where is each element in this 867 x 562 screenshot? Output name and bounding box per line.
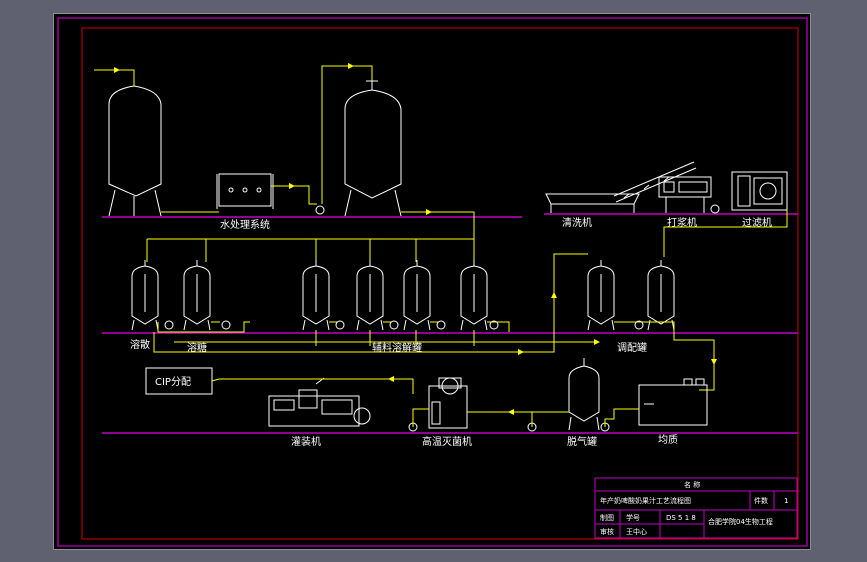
filter-machine	[731, 171, 788, 211]
inner-frame	[81, 27, 799, 540]
arrow-markers	[114, 63, 432, 215]
label-aux-dissolve: 辅料溶解罐	[372, 341, 422, 354]
tb-sheet-value: 1	[784, 497, 788, 505]
tb-checked-label: 审核	[600, 527, 614, 536]
tb-sheet-label: 件数	[754, 496, 768, 505]
tb-drawn-value: 学号	[626, 513, 640, 522]
pulper-machine	[658, 176, 712, 213]
washer-machine	[545, 161, 697, 213]
label-deaerator: 脱气罐	[567, 435, 597, 448]
homogenizer-machine	[638, 378, 708, 426]
label-pulper: 打浆机	[667, 216, 697, 229]
sterilizer	[428, 377, 468, 429]
water-treatment-unit	[216, 173, 274, 209]
deaerator-tank	[568, 358, 600, 431]
pure-water-tank	[344, 80, 402, 217]
middle-tanks	[131, 260, 675, 331]
filling-machine	[268, 377, 371, 427]
tb-org: 合肥学院04生物工程	[708, 517, 773, 526]
sugar-tank-2	[183, 260, 211, 331]
pipelines-middle	[153, 253, 715, 391]
blending-tank-2	[647, 260, 675, 331]
drawing-canvas: 水处理系统 清洗机 打浆机 过滤机 溶散 溶糖 辅料溶解罐 调配罐 CIP分配 …	[53, 13, 811, 550]
tb-number: DS 5 1 8	[666, 514, 696, 522]
outer-frame	[57, 17, 808, 547]
blending-tank-1	[587, 260, 615, 331]
tb-checked-value: 王中心	[626, 527, 647, 536]
tb-drawing-name: 年产奶啤酸奶果汁工艺流程图	[600, 496, 691, 505]
sugar-tank-1	[131, 260, 159, 331]
aux-tank-4	[460, 260, 488, 331]
aux-tank-2	[356, 260, 384, 331]
label-blending: 调配罐	[617, 341, 647, 354]
tb-drawn-label: 制图	[600, 513, 614, 522]
pipelines-top	[94, 65, 788, 262]
arrow-markers-bottom	[388, 376, 514, 415]
arrow-markers-mid	[518, 292, 717, 365]
pipelines-bottom	[211, 378, 639, 427]
tb-header: 名 称	[684, 480, 700, 489]
label-filter: 过滤机	[742, 216, 772, 229]
label-filling: 灌装机	[291, 435, 321, 448]
label-sugar-dissolve-2: 溶糖	[187, 341, 207, 354]
title-block: 名 称 年产奶啤酸奶果汁工艺流程图 件数 1 制图 学号 DS 5 1 8 审核…	[594, 477, 798, 539]
raw-water-tank	[108, 85, 162, 217]
label-sugar-dissolve: 溶散	[130, 338, 150, 351]
label-homogenizer: 均质	[658, 434, 678, 446]
aux-tank-1	[302, 260, 330, 331]
aux-tank-3	[403, 260, 431, 331]
process-flow-diagram: 水处理系统 清洗机 打浆机 过滤机 溶散 溶糖 辅料溶解罐 调配罐 CIP分配 …	[57, 17, 808, 547]
label-washer: 清洗机	[562, 216, 592, 229]
label-sterilizer: 高温灭菌机	[422, 435, 472, 448]
label-water-treatment: 水处理系统	[220, 218, 270, 231]
label-cip: CIP分配	[155, 376, 191, 388]
pumps	[164, 204, 720, 432]
